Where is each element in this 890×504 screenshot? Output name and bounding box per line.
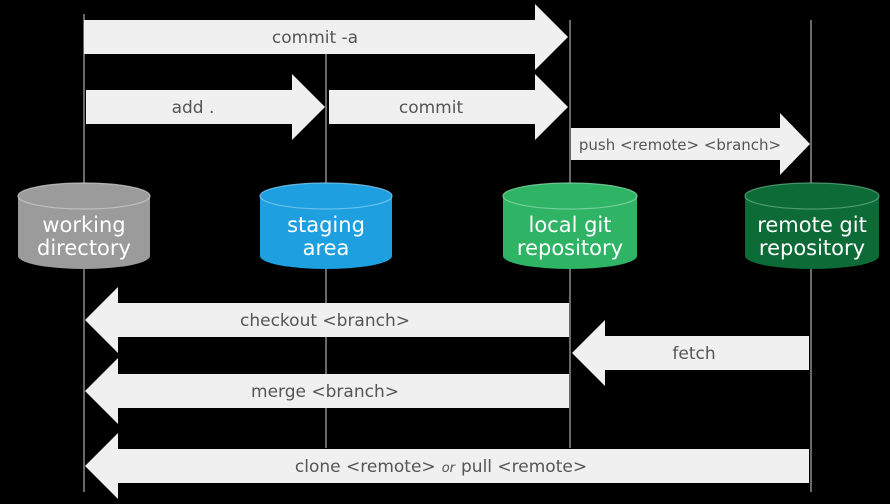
clone-pull-label: clone <remote> or pull <remote> (295, 457, 587, 477)
remote-repository-line2: repository (759, 236, 865, 260)
checkout-arrow: checkout <branch> (85, 287, 569, 353)
merge-arrow: merge <branch> (85, 358, 569, 424)
commit-all-arrow: commit -a (84, 4, 568, 70)
remote-repository-db-body (745, 196, 879, 269)
clone-text: clone <remote> (295, 457, 436, 477)
local-repository-line2: repository (517, 236, 623, 260)
working-directory-db-body (18, 196, 150, 269)
working-directory-db-rim (17, 182, 151, 210)
fetch-label: fetch (672, 344, 715, 364)
working-directory-db-top (18, 183, 150, 209)
staging-area-line1: staging (287, 213, 365, 237)
working-directory-line1: working (42, 213, 125, 237)
clone-pull-arrow: clone <remote> or pull <remote> (85, 433, 809, 499)
remote-repository-db-top (745, 183, 879, 209)
checkout-label: checkout <branch> (240, 311, 410, 331)
remote-repository-line1: remote git (757, 213, 867, 237)
staging-area-db-body (260, 196, 392, 269)
local-repository-db-rim (502, 182, 638, 210)
commit-label: commit (399, 98, 464, 118)
add-label: add . (172, 98, 215, 118)
staging-area-db-rim (259, 182, 393, 210)
local-repository-db-top (503, 183, 637, 209)
commit-all-label: commit -a (272, 28, 358, 48)
staging-area-line2: area (303, 236, 350, 260)
or-text: or (442, 461, 457, 476)
local-repository-db: local git repository (502, 182, 638, 269)
local-repository-line1: local git (528, 213, 611, 237)
staging-area-db: staging area (259, 182, 393, 269)
remote-repository-db: remote git repository (744, 182, 880, 269)
working-directory-db: working directory (17, 182, 151, 269)
commit-arrow: commit (329, 74, 568, 140)
working-directory-line2: directory (37, 236, 131, 260)
pull-text: pull <remote> (461, 457, 587, 477)
staging-area-db-top (260, 183, 392, 209)
remote-repository-db-rim (744, 182, 880, 210)
push-label: push <remote> <branch> (579, 136, 781, 154)
local-repository-db-body (503, 196, 637, 269)
fetch-arrow: fetch (572, 320, 809, 386)
add-arrow: add . (86, 74, 325, 140)
push-arrow: push <remote> <branch> (571, 113, 810, 175)
merge-label: merge <branch> (251, 382, 399, 402)
